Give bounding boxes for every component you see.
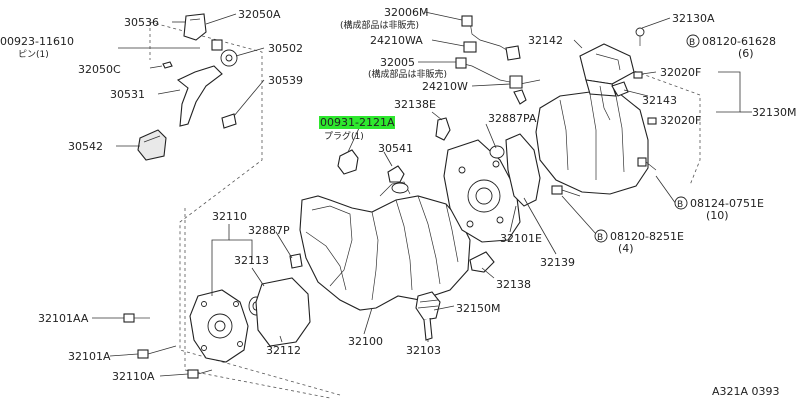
label-08120-8251e[interactable]: 08120-8251E xyxy=(610,230,684,243)
label-32101e[interactable]: 32101E xyxy=(500,232,542,245)
label-32050c[interactable]: 32050C xyxy=(78,63,121,76)
label-00931-sub: プラグ(1) xyxy=(324,130,364,142)
label-32138[interactable]: 32138 xyxy=(496,278,531,291)
label-32050a[interactable]: 32050A xyxy=(238,8,281,21)
label-30531[interactable]: 30531 xyxy=(110,88,145,101)
label-32006m[interactable]: 32006M xyxy=(384,6,428,19)
label-32112[interactable]: 32112 xyxy=(266,344,301,357)
label-30502[interactable]: 30502 xyxy=(268,42,303,55)
label-32150m[interactable]: 32150M xyxy=(456,302,500,315)
label-30539[interactable]: 30539 xyxy=(268,74,303,87)
label-32110a[interactable]: 32110A xyxy=(112,370,155,383)
label-32101a[interactable]: 32101A xyxy=(68,350,111,363)
adapter-plate-32101e xyxy=(443,133,541,243)
label-32130m[interactable]: 32130M xyxy=(752,106,796,119)
label-08124-0751e[interactable]: 08124-0751E xyxy=(690,197,764,210)
small-parts xyxy=(123,71,657,379)
label-32103[interactable]: 32103 xyxy=(406,344,441,357)
label-00923-sub: ピン(1) xyxy=(18,49,49,60)
label-32006m-note: (構成部品は非販売) xyxy=(340,19,419,31)
label-32101aa[interactable]: 32101AA xyxy=(38,312,89,325)
label-08120-61628-qty: (6) xyxy=(738,47,754,60)
front-cover-32110 xyxy=(189,253,311,363)
rear-extension-32130m xyxy=(535,27,649,195)
label-30542[interactable]: 30542 xyxy=(68,140,103,153)
shift-lever-assembly xyxy=(137,13,238,161)
bolt-callout-08124-0751e: B xyxy=(674,196,688,210)
bolt-callout-08120-61628: B xyxy=(686,34,700,48)
label-00923-11610[interactable]: 00923-11610 xyxy=(0,35,74,48)
front-housing-32100 xyxy=(299,181,471,311)
label-32113[interactable]: 32113 xyxy=(234,254,269,267)
label-24210w[interactable]: 24210W xyxy=(422,80,468,93)
part-labels: 30536 32050A 00923-11610 ピン(1) 32050C 30… xyxy=(0,6,796,398)
label-32142[interactable]: 32142 xyxy=(528,34,563,47)
callout-b-icon: B xyxy=(597,233,603,243)
highlight-box xyxy=(319,116,395,129)
label-32110[interactable]: 32110 xyxy=(212,210,247,223)
label-00931-2121a[interactable]: 00931-2121A xyxy=(320,116,395,129)
diagram-reference-code: A321A 0393 xyxy=(712,385,780,398)
label-24210wa[interactable]: 24210WA xyxy=(370,34,423,47)
callout-b-icon: B xyxy=(689,38,695,48)
label-32005-note: (構成部品は非販売) xyxy=(368,68,447,80)
label-08124-qty: (10) xyxy=(706,209,729,222)
label-30541[interactable]: 30541 xyxy=(378,142,413,155)
bolt-callout-08120-8251e: B xyxy=(594,229,608,243)
label-32130a[interactable]: 32130A xyxy=(672,12,715,25)
label-32020f-lower[interactable]: 32020F xyxy=(660,114,701,127)
label-30536[interactable]: 30536 xyxy=(124,16,159,29)
label-32887pa[interactable]: 32887PA xyxy=(488,112,537,125)
label-32139[interactable]: 32139 xyxy=(540,256,575,269)
label-32100[interactable]: 32100 xyxy=(348,335,383,348)
label-32887p[interactable]: 32887P xyxy=(248,224,290,237)
label-32143[interactable]: 32143 xyxy=(642,94,677,107)
callout-b-icon: B xyxy=(677,200,683,210)
leader-lines xyxy=(92,11,752,377)
label-32138e[interactable]: 32138E xyxy=(394,98,436,111)
switch-harnesses xyxy=(455,15,541,105)
label-32020f-upper[interactable]: 32020F xyxy=(660,66,701,79)
label-08120-8251e-qty: (4) xyxy=(618,242,634,255)
label-32005[interactable]: 32005 xyxy=(380,56,415,69)
label-08120-61628[interactable]: 08120-61628 xyxy=(702,35,776,48)
